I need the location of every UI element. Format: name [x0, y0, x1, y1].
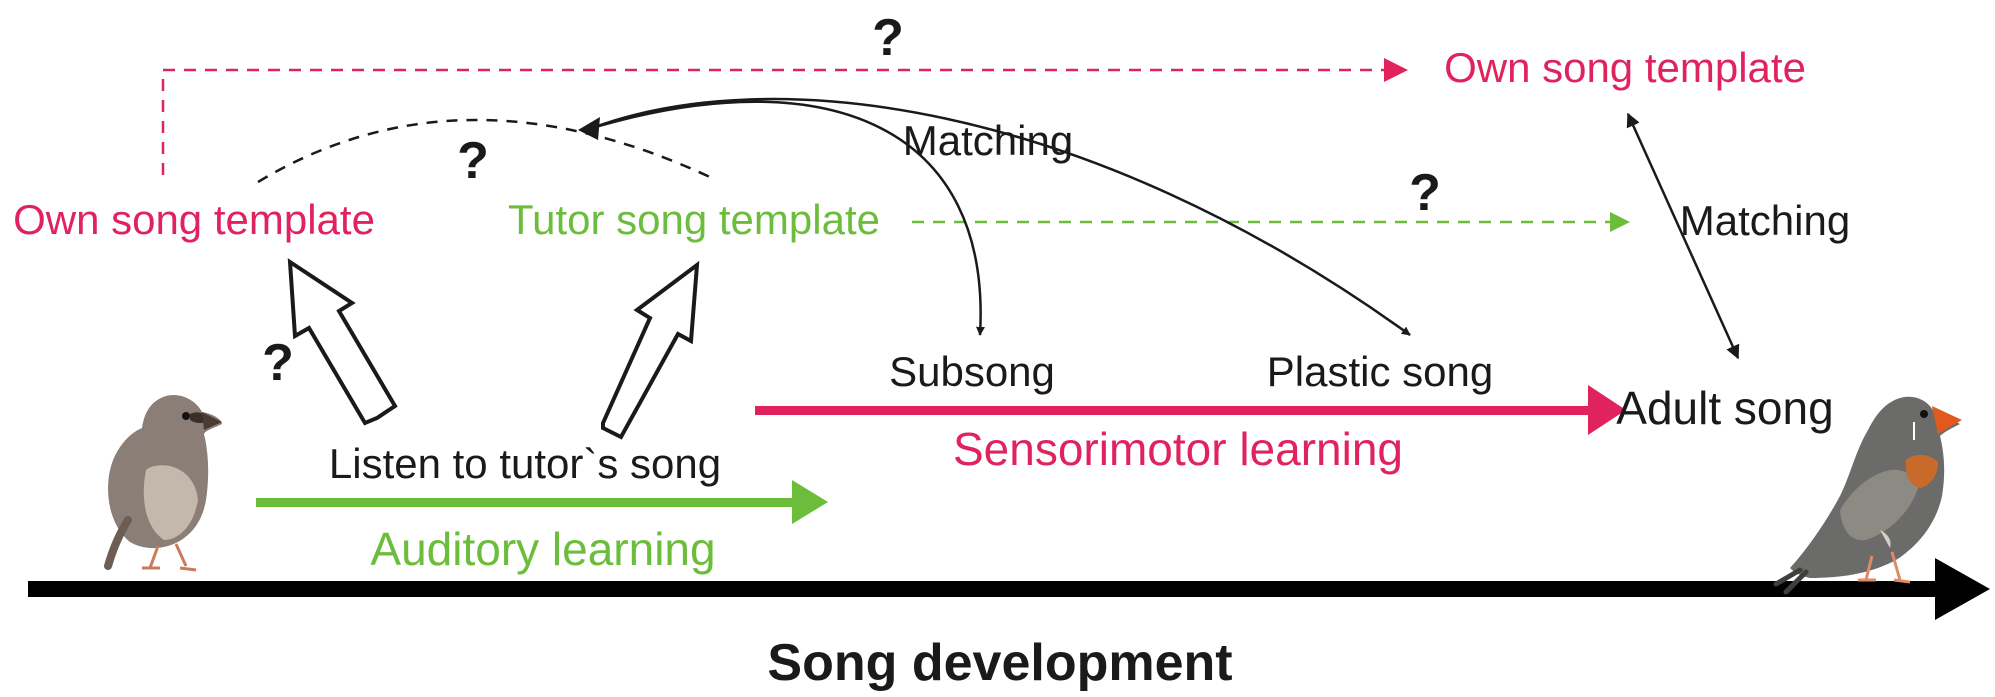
hollow-arrow-to-tutor-template: [601, 260, 700, 440]
sensorimotor-learning-label: Sensorimotor learning: [953, 423, 1403, 475]
adult-bird-icon: [1773, 396, 1962, 595]
question-mark-top: ?: [872, 9, 904, 67]
matching-arrowhead-template: [578, 117, 600, 140]
question-mark-dashed-arc: ?: [457, 132, 489, 190]
hollow-arrow-to-own-template: [287, 258, 398, 426]
own-song-template-right-label: Own song template: [1444, 44, 1806, 91]
auditory-learning-label: Auditory learning: [370, 523, 715, 575]
song-development-axis: [28, 558, 1990, 620]
subsong-label: Subsong: [889, 348, 1055, 395]
adult-matching-double-arrow: [1626, 112, 1740, 360]
tutor-template-dashed-link: [912, 212, 1630, 232]
matching-arc-to-subsong: [591, 100, 985, 336]
juvenile-bird-icon: [104, 394, 222, 572]
template-dashed-arc: [257, 118, 713, 184]
sensorimotor-learning-arrow: [755, 385, 1626, 435]
axis-title: Song development: [767, 634, 1232, 692]
own-template-dashed-link: [161, 58, 1408, 175]
tutor-song-template-label: Tutor song template: [508, 196, 880, 243]
matching-top-label: Matching: [903, 117, 1073, 164]
own-song-template-left-label: Own song template: [13, 196, 375, 243]
adult-song-label: Adult song: [1616, 382, 1833, 434]
listen-to-tutor-label: Listen to tutor`s song: [329, 440, 721, 487]
matching-arc-to-plastic-song: [591, 97, 1411, 337]
plastic-song-label: Plastic song: [1267, 348, 1493, 395]
question-mark-hollow-arrow: ?: [262, 334, 294, 392]
auditory-learning-arrow: [256, 480, 828, 524]
matching-right-label: Matching: [1680, 197, 1850, 244]
question-mark-tutor-link: ?: [1409, 164, 1441, 222]
